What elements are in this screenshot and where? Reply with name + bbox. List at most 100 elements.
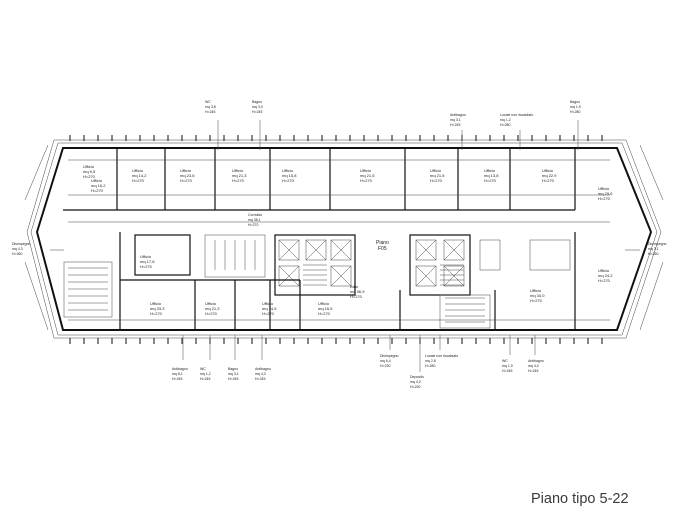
svg-text:H=245: H=245	[172, 377, 182, 381]
svg-text:mq 29,6: mq 29,6	[598, 191, 613, 196]
svg-text:mq 21,5: mq 21,5	[360, 173, 375, 178]
svg-text:mq 36,9: mq 36,9	[350, 289, 365, 294]
svg-text:mq 21,3: mq 21,3	[205, 306, 220, 311]
svg-text:H=270: H=270	[205, 311, 218, 316]
svg-text:H=245: H=245	[205, 110, 215, 114]
svg-text:Ufficio: Ufficio	[530, 288, 542, 293]
svg-text:mq 1,9: mq 1,9	[570, 105, 581, 109]
svg-text:Locale non riscaldato: Locale non riscaldato	[500, 113, 533, 117]
svg-text:H=245: H=245	[228, 377, 238, 381]
svg-text:H=270: H=270	[282, 178, 295, 183]
svg-text:H=260: H=260	[12, 252, 22, 256]
svg-text:H=270: H=270	[598, 196, 611, 201]
svg-text:H=230: H=230	[410, 385, 420, 389]
svg-text:Ufficio: Ufficio	[598, 186, 610, 191]
svg-text:H=270: H=270	[140, 264, 153, 269]
svg-text:H=270: H=270	[350, 294, 363, 299]
central-core	[274, 234, 471, 296]
svg-text:H=270: H=270	[542, 178, 555, 183]
svg-text:mq 33,3: mq 33,3	[150, 306, 165, 311]
svg-text:mq 6,4: mq 6,4	[380, 359, 391, 363]
svg-text:mq 21,3: mq 21,3	[232, 173, 247, 178]
svg-text:mq 21,5: mq 21,5	[430, 173, 445, 178]
svg-text:Ufficio: Ufficio	[484, 168, 496, 173]
bottom-office-row	[63, 232, 610, 330]
svg-text:H=270: H=270	[430, 178, 443, 183]
svg-text:mq 4,0: mq 4,0	[528, 364, 539, 368]
svg-text:Locale non riscaldato: Locale non riscaldato	[425, 354, 458, 358]
svg-text:mq 3,0: mq 3,0	[252, 105, 263, 109]
svg-text:mq 8,1: mq 8,1	[172, 372, 183, 376]
svg-text:H=245: H=245	[528, 369, 538, 373]
svg-text:Ufficio: Ufficio	[282, 168, 294, 173]
svg-text:Bagno: Bagno	[228, 367, 238, 371]
svg-text:H=270: H=270	[132, 178, 145, 183]
svg-text:H=245: H=245	[255, 377, 265, 381]
svg-text:H=230: H=230	[380, 364, 390, 368]
svg-text:H=270: H=270	[530, 298, 543, 303]
svg-text:mq 1,9: mq 1,9	[502, 364, 513, 368]
svg-text:mq 3,1: mq 3,1	[450, 118, 461, 122]
svg-text:Antibagno: Antibagno	[450, 113, 466, 117]
svg-text:H=270: H=270	[150, 311, 163, 316]
svg-text:mq 3,1: mq 3,1	[648, 247, 659, 251]
perimeter-column-markers	[69, 135, 603, 344]
svg-text:Antibagno: Antibagno	[255, 367, 271, 371]
svg-text:Disimpegno: Disimpegno	[648, 242, 667, 246]
svg-text:WC: WC	[502, 359, 508, 363]
svg-text:mq 14,2: mq 14,2	[132, 173, 147, 178]
svg-text:Ufficio: Ufficio	[598, 268, 610, 273]
svg-text:mq 16,5: mq 16,5	[318, 306, 333, 311]
svg-text:mq 4,3: mq 4,3	[255, 372, 266, 376]
svg-text:Disimpegno: Disimpegno	[380, 354, 399, 358]
svg-text:H=270: H=270	[83, 174, 96, 179]
svg-text:H=280: H=280	[570, 110, 580, 114]
svg-text:Ufficio: Ufficio	[360, 168, 372, 173]
svg-text:mq 9,5: mq 9,5	[83, 169, 96, 174]
svg-text:mq 24,2: mq 24,2	[598, 273, 613, 278]
svg-text:Ufficio: Ufficio	[132, 168, 144, 173]
svg-text:H=245: H=245	[200, 377, 210, 381]
svg-text:Ufficio: Ufficio	[91, 178, 103, 183]
svg-text:mq 34,0: mq 34,0	[530, 293, 545, 298]
stair-center-label: Piano F05	[376, 240, 389, 252]
svg-text:Ufficio: Ufficio	[542, 168, 554, 173]
svg-text:Ufficio: Ufficio	[232, 168, 244, 173]
plan-caption: Piano tipo 5-22	[531, 491, 629, 507]
svg-text:mq 4,3: mq 4,3	[12, 247, 23, 251]
svg-text:H=270: H=270	[232, 178, 245, 183]
svg-text:Deposito: Deposito	[410, 375, 424, 379]
svg-text:Piano: Piano	[376, 240, 389, 246]
svg-text:Ufficio: Ufficio	[140, 254, 152, 259]
svg-text:mq 23,6: mq 23,6	[180, 173, 195, 178]
svg-text:mq 4,2: mq 4,2	[410, 380, 421, 384]
svg-text:Ufficio: Ufficio	[205, 301, 217, 306]
svg-text:Antibagno: Antibagno	[172, 367, 188, 371]
svg-text:Bagno: Bagno	[252, 100, 262, 104]
svg-text:mq 38,1: mq 38,1	[248, 218, 261, 222]
svg-text:mq 3,1: mq 3,1	[228, 372, 239, 376]
